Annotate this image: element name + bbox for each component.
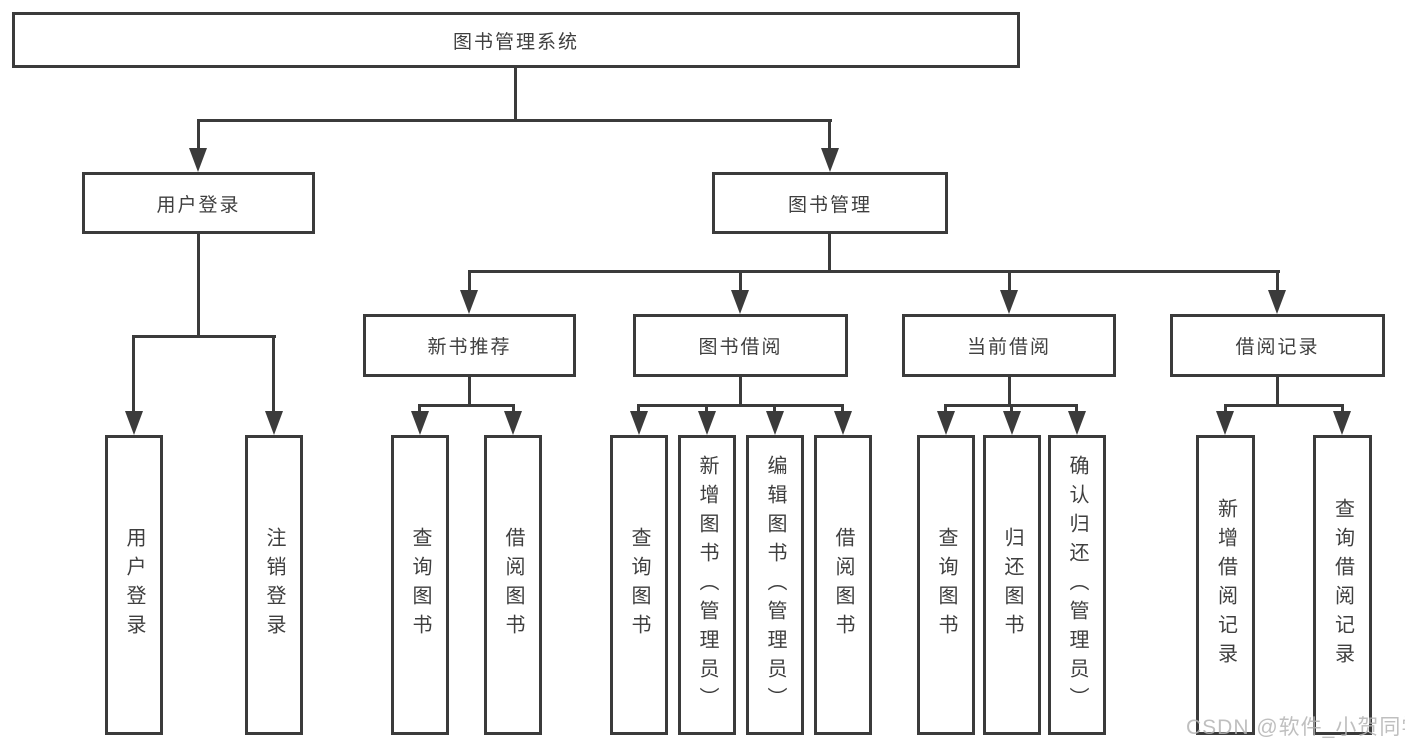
node-label: 查询图书 xyxy=(409,527,431,643)
arrow-down-icon xyxy=(504,411,522,435)
node-library-management-system: 图书管理系统 xyxy=(12,12,1020,68)
leaf-edit-books-admin: 编辑图书（管理员） xyxy=(746,435,804,735)
node-label: 图书管理 xyxy=(787,194,872,216)
node-label: 查询图书 xyxy=(935,527,957,643)
connector-bookmgmt-stem xyxy=(828,234,831,272)
node-current-borrowing: 当前借阅 xyxy=(902,314,1116,377)
arrow-down-icon xyxy=(821,148,839,172)
leaf-add-books-admin: 新增图书（管理员） xyxy=(678,435,736,735)
leaf-borrow-books-2: 借阅图书 xyxy=(814,435,872,735)
arrow-down-icon xyxy=(937,411,955,435)
node-book-borrowing: 图书借阅 xyxy=(633,314,848,377)
leaf-add-borrow-record: 新增借阅记录 xyxy=(1196,435,1255,735)
connector-stem xyxy=(468,377,471,406)
connector-rail xyxy=(637,404,844,407)
arrow-down-icon xyxy=(1216,411,1234,435)
connector-stem xyxy=(1276,377,1279,406)
node-label: 查询图书 xyxy=(628,527,650,643)
connector-drop-l3 xyxy=(1276,270,1279,292)
node-book-management: 图书管理 xyxy=(712,172,948,234)
connector-drop-l3 xyxy=(739,270,742,292)
connector-drop-leaf xyxy=(705,404,708,414)
arrow-down-icon xyxy=(630,411,648,435)
node-label: 用户登录 xyxy=(123,527,145,643)
node-label: 注销登录 xyxy=(263,527,285,643)
connector-drop-leaf xyxy=(1010,404,1013,414)
node-label: 当前借阅 xyxy=(966,337,1051,358)
connector-stem xyxy=(1008,377,1011,406)
arrow-down-icon xyxy=(1068,411,1086,435)
connector-drop-leaf xyxy=(132,335,135,413)
connector-drop-l3 xyxy=(468,270,471,292)
connector-userlogin-stem xyxy=(197,234,200,337)
connector-drop-leaf xyxy=(1075,404,1078,414)
connector-drop-leaf xyxy=(1341,404,1344,414)
arrow-down-icon xyxy=(1268,290,1286,314)
node-label: 编辑图书（管理员） xyxy=(764,454,786,716)
connector-stem xyxy=(739,377,742,406)
connector-drop-leaf xyxy=(773,404,776,414)
leaf-confirm-return-admin: 确认归还（管理员） xyxy=(1048,435,1106,735)
connector-drop-book-mgmt xyxy=(828,119,831,151)
connector-drop-user-login xyxy=(197,119,200,151)
arrow-down-icon xyxy=(411,411,429,435)
arrow-down-icon xyxy=(1000,290,1018,314)
node-borrowing-records: 借阅记录 xyxy=(1170,314,1385,377)
node-label: 确认归还（管理员） xyxy=(1066,454,1088,716)
connector-drop-leaf xyxy=(1224,404,1227,414)
leaf-query-books-2: 查询图书 xyxy=(610,435,668,735)
connector-drop-leaf xyxy=(418,404,421,414)
leaf-return-books: 归还图书 xyxy=(983,435,1041,735)
connector-drop-leaf xyxy=(512,404,515,414)
leaf-query-borrow-record: 查询借阅记录 xyxy=(1313,435,1372,735)
leaf-logout: 注销登录 xyxy=(245,435,303,735)
connector-drop-leaf xyxy=(944,404,947,414)
node-label: 新增借阅记录 xyxy=(1214,498,1237,672)
connector-drop-l3 xyxy=(1008,270,1011,292)
arrow-down-icon xyxy=(460,290,478,314)
connector-drop-leaf xyxy=(841,404,844,414)
arrow-down-icon xyxy=(834,411,852,435)
connector-bookmgmt-rail xyxy=(468,270,1280,273)
node-user-login-group: 用户登录 xyxy=(82,172,315,234)
arrow-down-icon xyxy=(125,411,143,435)
leaf-query-books-3: 查询图书 xyxy=(917,435,975,735)
leaf-query-books-1: 查询图书 xyxy=(391,435,449,735)
connector-drop-leaf xyxy=(637,404,640,414)
arrow-down-icon xyxy=(731,290,749,314)
connector-rail xyxy=(1224,404,1343,407)
csdn-watermark: CSDN @软件_小贺同学 xyxy=(1186,716,1405,739)
connector-userlogin-rail xyxy=(132,335,276,338)
node-label: 借阅图书 xyxy=(832,527,854,643)
arrow-down-icon xyxy=(1333,411,1351,435)
node-label: 借阅记录 xyxy=(1235,337,1320,358)
arrow-down-icon xyxy=(698,411,716,435)
arrow-down-icon xyxy=(1003,411,1021,435)
node-label: 借阅图书 xyxy=(502,527,524,643)
node-label: 用户登录 xyxy=(156,194,241,216)
connector-drop-leaf xyxy=(272,335,275,413)
node-label: 新书推荐 xyxy=(427,337,512,358)
node-label: 归还图书 xyxy=(1001,527,1023,643)
connector-root-rail xyxy=(197,119,832,122)
arrow-down-icon xyxy=(189,148,207,172)
node-new-book-recommendation: 新书推荐 xyxy=(363,314,576,377)
node-label: 查询借阅记录 xyxy=(1331,498,1354,672)
node-label: 新增图书（管理员） xyxy=(696,454,718,716)
leaf-user-login: 用户登录 xyxy=(105,435,163,735)
arrow-down-icon xyxy=(766,411,784,435)
connector-root-stem xyxy=(514,68,517,121)
leaf-borrow-books-1: 借阅图书 xyxy=(484,435,542,735)
arrow-down-icon xyxy=(265,411,283,435)
node-label: 图书借阅 xyxy=(698,337,783,358)
node-label: 图书管理系统 xyxy=(452,31,579,53)
connector-rail xyxy=(418,404,515,407)
